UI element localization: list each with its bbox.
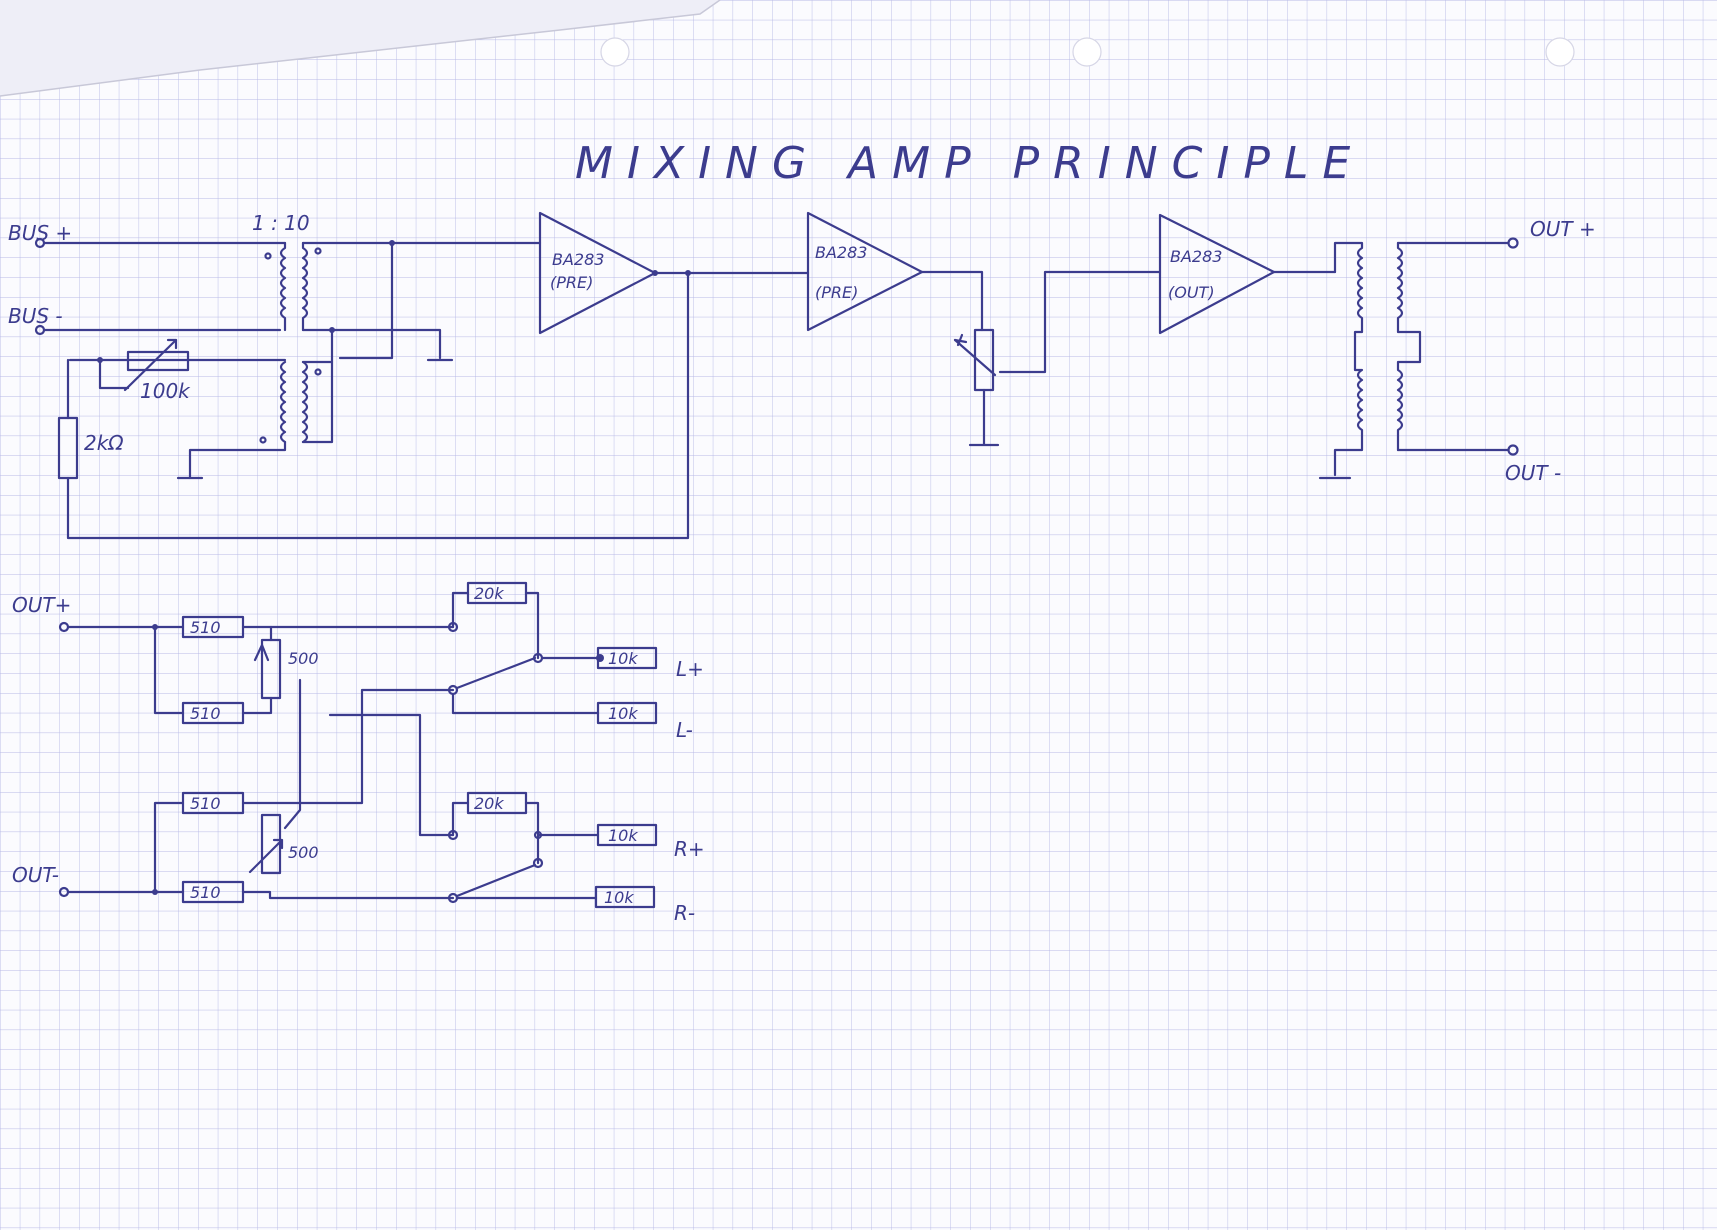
top-circuit: BUS + BUS - 1 : 10 100k — [8, 211, 1596, 540]
amp1-label: BA283 — [552, 250, 604, 269]
transformer-ratio-label: 1 : 10 — [252, 211, 310, 235]
punch-hole — [1545, 37, 1575, 67]
amp2-triangle — [806, 211, 924, 332]
output-transformer-secondary — [1396, 241, 1422, 452]
page-title: MIXING AMP PRINCIPLE — [575, 138, 1364, 189]
label-l-minus: L- — [676, 718, 693, 742]
output-transformer-primary — [1333, 241, 1364, 477]
label-r-minus: R- — [674, 901, 695, 925]
amp2-sublabel: (PRE) — [815, 283, 858, 302]
resistor-510-3-label: 510 — [190, 794, 221, 813]
amp3-sublabel: (OUT) — [1168, 283, 1215, 302]
out-plus-label: OUT + — [1530, 217, 1596, 241]
punch-hole — [600, 37, 630, 67]
wire — [301, 241, 394, 360]
switch-left-top — [455, 656, 537, 690]
wire — [301, 360, 334, 444]
out-minus-terminal — [1507, 444, 1519, 456]
bottom-circuit: OUT+ OUT- 510 510 500 510 510 500 — [12, 581, 705, 925]
transformer2-primary-coil — [279, 360, 287, 444]
bus-minus-label: BUS - — [8, 304, 63, 328]
amp1-sublabel: (PRE) — [550, 273, 593, 292]
switch-left-bottom — [455, 863, 537, 898]
amp2-label: BA283 — [815, 243, 867, 262]
resistor-10k-r-plus-label: 10k — [608, 826, 638, 845]
amp1-triangle — [538, 211, 657, 335]
resistor-10k-r-minus-label: 10k — [604, 888, 634, 907]
out-minus-input-label: OUT- — [12, 863, 59, 887]
balance-pot-bottom-wiper — [248, 838, 284, 874]
resistor-510-1-label: 510 — [190, 618, 221, 637]
wire — [998, 270, 1162, 374]
ground-symbol — [968, 388, 1000, 447]
transformer2-secondary-coil — [301, 360, 309, 444]
out-plus-input-label: OUT+ — [12, 593, 71, 617]
wire — [283, 678, 302, 830]
bus-plus-label: BUS + — [8, 221, 72, 245]
label-r-plus: R+ — [674, 837, 705, 861]
label-l-plus: L+ — [676, 657, 704, 681]
wire — [451, 801, 470, 837]
pot-arrow — [166, 338, 178, 350]
balance-pot-top-label: 500 — [288, 649, 319, 668]
wire — [241, 890, 455, 900]
wire — [451, 591, 470, 629]
balance-pot-top-wiper — [253, 625, 273, 715]
resistor-10k-l-plus — [596, 646, 658, 670]
pot-100k — [126, 350, 190, 372]
punch-hole — [1072, 37, 1102, 67]
resistor-2k-label: 2kΩ — [84, 431, 124, 455]
resistor-510-2-label: 510 — [190, 704, 221, 723]
amp3-label: BA283 — [1170, 247, 1222, 266]
amp3-triangle — [1158, 213, 1276, 335]
resistor-510-4-label: 510 — [190, 883, 221, 902]
resistor-10k-l-minus — [596, 701, 658, 725]
out-minus-label: OUT - — [1505, 461, 1561, 485]
wire — [451, 692, 600, 715]
wire — [524, 801, 540, 865]
resistor-10k-l-minus-label: 10k — [608, 704, 638, 723]
resistor-10k-r-plus — [596, 823, 658, 847]
transformer-primary-coil — [279, 241, 287, 332]
wire — [524, 591, 540, 660]
out-plus-terminal — [1507, 237, 1519, 249]
level-pot-wiper — [953, 338, 997, 377]
wire — [66, 625, 185, 715]
resistor-10k-l-plus-label: 10k — [608, 649, 638, 668]
resistor-20k-top-label: 20k — [474, 584, 504, 603]
resistor-20k-bottom-label: 20k — [474, 794, 504, 813]
wire — [301, 328, 442, 360]
wire — [920, 270, 984, 332]
pot-wiper — [98, 338, 178, 392]
level-pot-arrow — [953, 333, 968, 347]
resistor-10k-r-minus — [594, 885, 656, 909]
balance-pot-bottom — [260, 813, 282, 875]
feedback-wire — [66, 271, 690, 540]
wire — [328, 713, 455, 837]
transformer-secondary-coil — [301, 241, 309, 332]
wire — [241, 625, 455, 715]
wire — [66, 801, 185, 894]
pot-100k-label: 100k — [140, 379, 191, 403]
wire — [188, 440, 287, 480]
balance-pot-bottom-label: 500 — [288, 843, 319, 862]
wire — [241, 688, 455, 805]
